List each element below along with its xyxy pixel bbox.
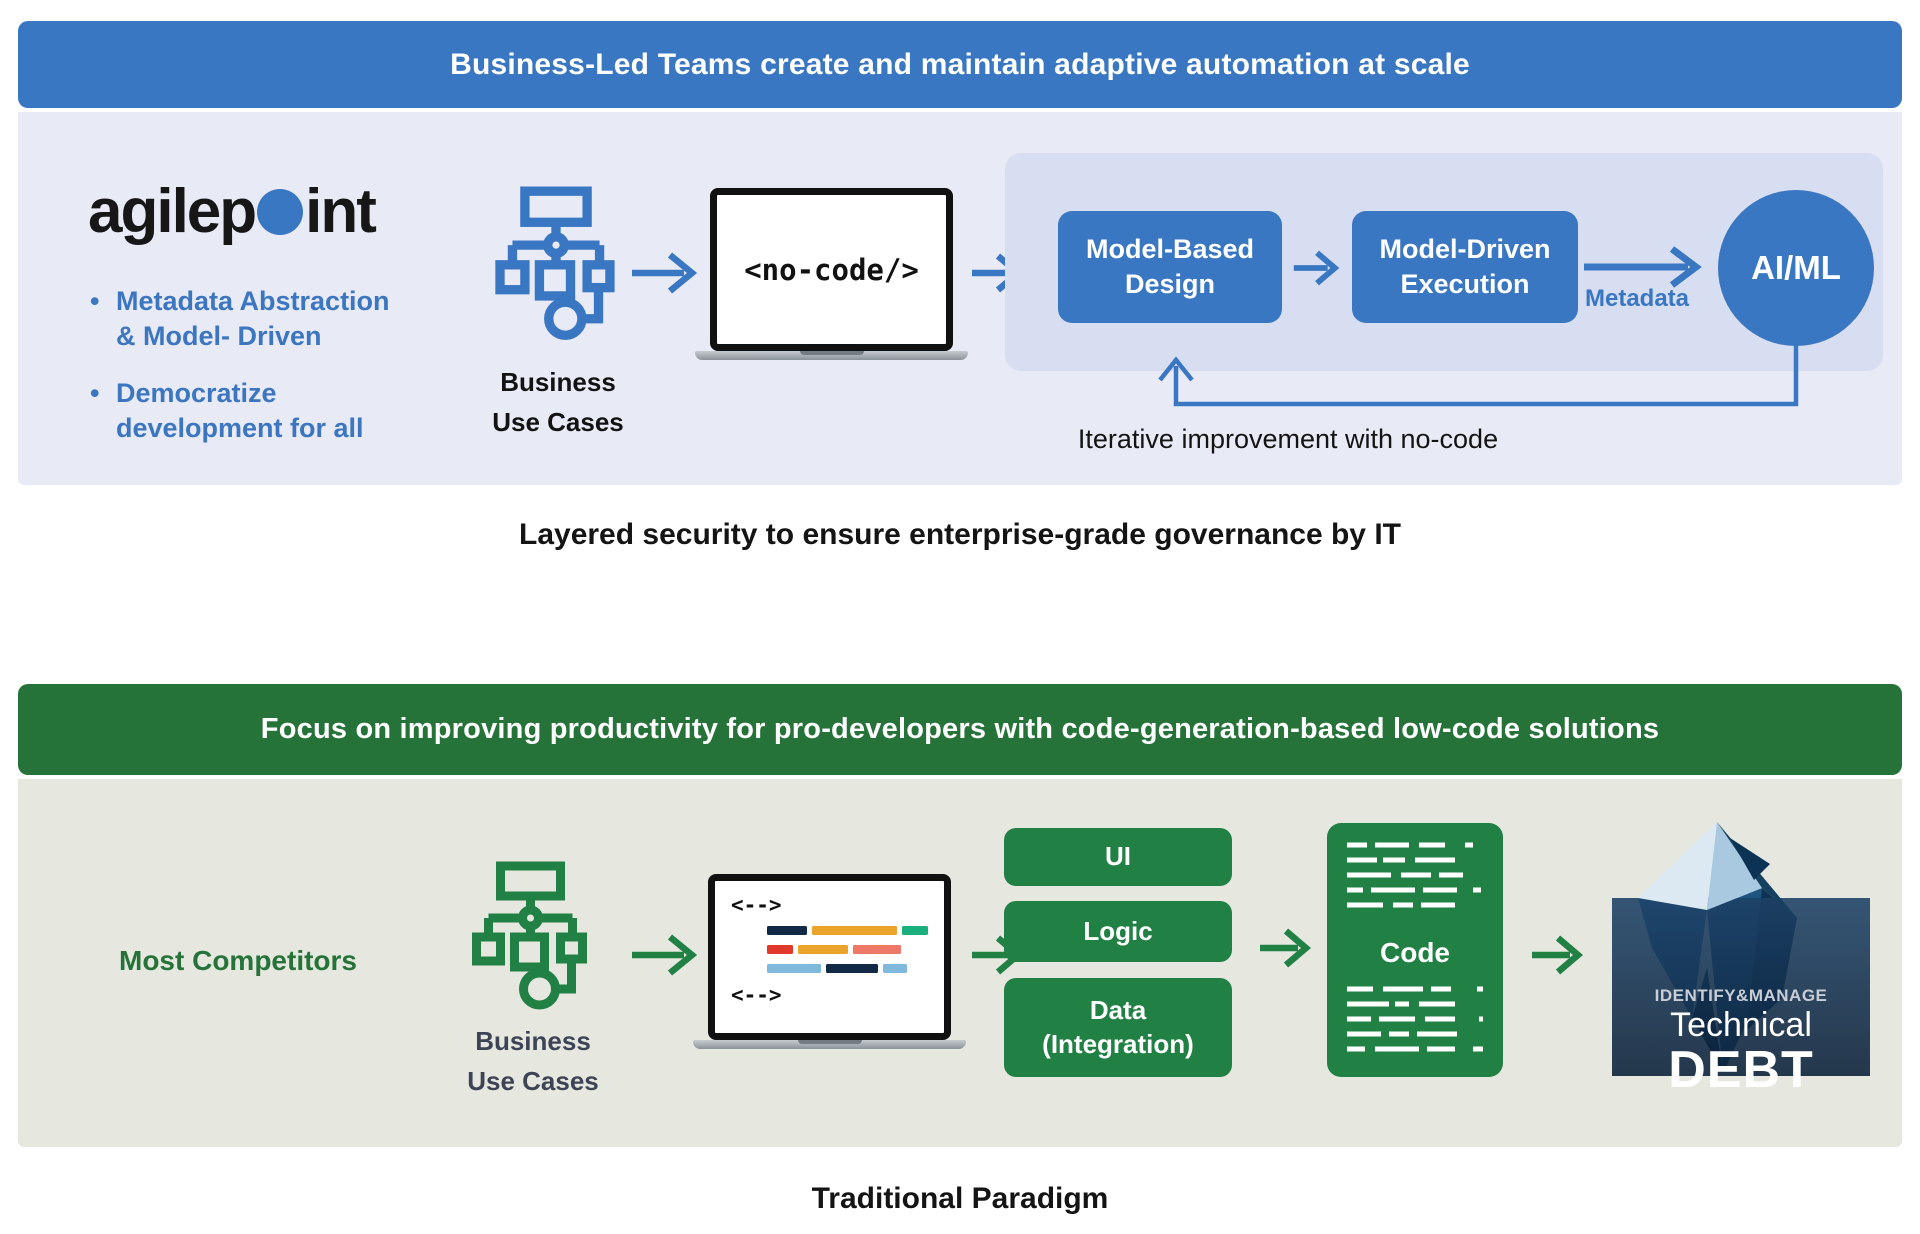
competitors-section: Most Competitors Business Use Cases [18, 779, 1902, 1147]
bottom-banner: Focus on improving productivity for pro-… [18, 684, 1902, 775]
logo-dot-icon [257, 189, 304, 235]
logo-text-right: int [305, 177, 377, 246]
most-competitors-label: Most Competitors [119, 945, 357, 976]
business-use-cases-label: Business Use Cases [492, 367, 624, 438]
laptop-base [695, 351, 968, 360]
laptop-base [693, 1040, 966, 1049]
data-layer-box: Data (Integration) [1004, 978, 1232, 1077]
code-screen: <--> [715, 881, 944, 1033]
right-arrow-icon [632, 252, 698, 294]
bullet-item: • Democratize development for all [90, 376, 390, 446]
code-bar [767, 964, 821, 973]
code-bar [853, 945, 901, 954]
flowchart-icon [472, 861, 587, 1010]
code-bar [767, 926, 807, 935]
business-use-cases-label: Business Use Cases [467, 1026, 599, 1097]
top-banner: Business-Led Teams create and maintain a… [18, 21, 1902, 108]
top-banner-title: Business-Led Teams create and maintain a… [450, 47, 1470, 81]
logo-text-left: agilep [88, 177, 257, 246]
right-arrow-icon [632, 934, 698, 976]
aiml-circle: AI/ML [1718, 190, 1874, 346]
code-tag-glyph: <--> [731, 893, 782, 917]
bullet-item: • Metadata Abstraction & Model- Driven [90, 284, 390, 354]
debt-kicker: IDENTIFY&MANAGE [1654, 986, 1828, 1005]
code-bar-row [767, 964, 928, 973]
nocode-laptop: <no-code/> [695, 188, 968, 360]
laptop-screen: <--> [708, 874, 951, 1040]
code-bars [767, 926, 928, 973]
feedback-label: Iterative improvement with no-code [1077, 424, 1499, 454]
code-bar [902, 926, 928, 935]
code-lines-icon [1347, 842, 1483, 908]
agilepoint-section: agilep int • Metadata Abstraction & Model… [18, 112, 1902, 485]
right-arrow-icon [1260, 928, 1312, 968]
feature-bullets: • Metadata Abstraction & Model- Driven •… [90, 284, 390, 468]
nocode-text: <no-code/> [744, 252, 919, 287]
code-tag-glyph: <--> [731, 983, 782, 1007]
code-lines-icon [1347, 986, 1483, 1052]
bullet-marker: • [90, 378, 100, 409]
agilepoint-logo: agilep int [88, 176, 377, 247]
code-document: Code [1327, 823, 1503, 1077]
logic-layer-box: Logic [1004, 901, 1232, 962]
laptop-screen: <no-code/> [710, 188, 953, 351]
technical-debt-image: IDENTIFY&MANAGE Technical DEBT [1612, 818, 1870, 1099]
metadata-label: Metadata [1584, 285, 1690, 312]
model-driven-execution-box: Model-Driven Execution [1352, 211, 1578, 323]
bullet-text: Metadata Abstraction & Model- Driven [116, 286, 390, 352]
code-bar [767, 945, 793, 954]
bullet-marker: • [90, 286, 100, 316]
code-bar [811, 926, 898, 935]
bullet-text: Democratize development for all [116, 378, 364, 444]
code-bar [798, 945, 848, 954]
ui-layer-box: UI [1004, 828, 1232, 886]
code-bar-row [767, 926, 928, 935]
debt-word: DEBT [1668, 1041, 1814, 1099]
right-arrow-icon [1532, 935, 1584, 975]
model-based-design-box: Model-Based Design [1058, 211, 1282, 323]
flowchart-icon [495, 186, 615, 340]
governance-caption: Layered security to ensure enterprise-gr… [519, 518, 1401, 551]
code-bar [883, 964, 907, 973]
code-label: Code [1380, 937, 1450, 968]
feedback-loop-arrow [1158, 344, 1799, 407]
code-laptop: <--> [693, 874, 966, 1050]
iceberg-icon [1612, 822, 1870, 1076]
bottom-banner-title: Focus on improving productivity for pro-… [260, 713, 1660, 745]
code-bar [826, 964, 878, 973]
pipeline-panel: Model-Based Design Model-Driven Executio… [1005, 153, 1883, 371]
right-arrow-icon [1293, 250, 1340, 286]
traditional-paradigm-caption: Traditional Paradigm [811, 1182, 1109, 1215]
debt-title: Technical [1670, 1006, 1812, 1044]
code-bar-row [767, 945, 928, 954]
metadata-arrow-icon [1584, 246, 1702, 288]
